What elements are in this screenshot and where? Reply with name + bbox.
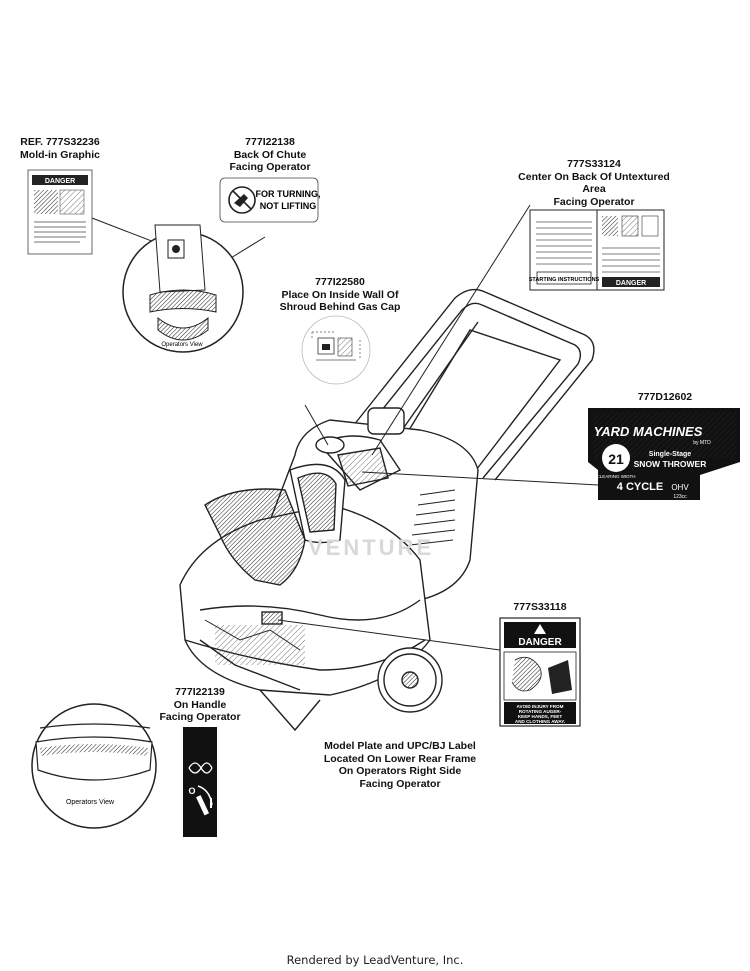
operators-view-small: Operators View — [122, 224, 244, 353]
operators-view-large: Operators View — [31, 703, 157, 829]
callout-line: Center On Back Of Untextured — [518, 170, 670, 183]
callout-line: Mold-in Graphic — [20, 148, 100, 161]
danger-auger-decal: DANGER AVOID INJURY FROM ROTATING AUGER-… — [499, 617, 581, 727]
callout-line: 777S33124 — [567, 158, 621, 170]
callout-line: Place On Inside Wall Of — [281, 288, 399, 301]
mold-in-danger-decal: DANGER — [27, 169, 93, 255]
callout-line: Facing Operator — [159, 711, 241, 723]
callout-model-plate: Model Plate and UPC/BJ Label Located On … — [300, 740, 500, 790]
mini-danger-text: DANGER — [45, 178, 75, 185]
callout-line: Area — [582, 183, 606, 195]
callout-line: On Handle — [173, 698, 227, 711]
callout-line: Facing Operator — [359, 777, 441, 790]
callout-line: Located On Lower Rear Frame — [323, 752, 477, 765]
chute-decal-line1: FOR TURNING, — [256, 189, 321, 199]
danger-title: DANGER — [518, 637, 562, 648]
callout-777I22580: 777I22580 Place On Inside Wall Of Shroud… — [270, 276, 410, 314]
danger-line1: AVOID INJURY FROM — [517, 704, 564, 709]
callout-line: On Operators Right Side — [338, 765, 462, 777]
callout-777S33118: 777S33118 — [495, 601, 585, 614]
operators-view-large-label: Operators View — [66, 799, 115, 806]
brand-decal: YARD MACHINES by MTD 21 CLEARING WIDTH S… — [588, 408, 740, 500]
callout-line: 777I22139 — [175, 686, 225, 698]
chute-decal-line2: NOT LIFTING — [260, 201, 317, 211]
callout-line: Model Plate and UPC/BJ Label — [324, 740, 476, 752]
brand-sub: by MTD — [693, 440, 711, 446]
callout-line: 777I22138 — [245, 136, 295, 148]
snow-thrower-illustration — [179, 288, 595, 732]
callout-line: Facing Operator — [229, 161, 311, 173]
brand-model-num: 21 — [608, 451, 624, 467]
callout-777I22139: 777I22139 On Handle Facing Operator — [150, 686, 250, 724]
brand-name: YARD MACHINES — [594, 424, 703, 439]
callout-777S33124: 777S33124 Center On Back Of Untextured A… — [510, 158, 678, 208]
operators-view-small-label: Operators View — [161, 342, 203, 348]
brand-type1: Single-Stage — [649, 451, 692, 458]
gas-cap-decal — [301, 315, 371, 385]
handle-decal: O — [183, 727, 217, 837]
handle-mark: O — [188, 786, 195, 796]
instructions-header: STARTING INSTRUCTIONS — [529, 277, 600, 283]
footer-credit: Rendered by LeadVenture, Inc. — [286, 953, 464, 967]
callout-777D12602: 777D12602 — [620, 391, 710, 404]
chute-decal: FOR TURNING, NOT LIFTING — [219, 177, 321, 223]
danger-line2: ROTATING AUGER- — [519, 709, 562, 714]
brand-engine: 4 CYCLE — [617, 481, 663, 493]
brand-clearing: CLEARING WIDTH — [596, 474, 635, 479]
callout-line: REF. 777S32236 — [20, 136, 100, 148]
callout-line: Shroud Behind Gas Cap — [279, 301, 401, 313]
brand-ohv: OHV — [671, 483, 689, 492]
danger-line3: KEEP HANDS, FEET — [518, 714, 563, 719]
brand-disp: 123cc — [673, 494, 687, 500]
brand-type2: SNOW THROWER — [634, 459, 707, 469]
callout-line: 777D12602 — [637, 391, 693, 403]
callout-line: Back Of Chute — [233, 148, 307, 161]
callout-line: Facing Operator — [553, 195, 635, 208]
instructions-decal: STARTING INSTRUCTIONS DANGER — [529, 209, 665, 291]
callout-777S32236: REF. 777S32236 Mold-in Graphic — [6, 136, 114, 161]
callout-777I22138: 777I22138 Back Of Chute Facing Operator — [220, 136, 320, 174]
callout-line: 777S33118 — [513, 601, 567, 613]
instructions-danger: DANGER — [616, 280, 646, 287]
callout-line: 777I22580 — [315, 276, 365, 288]
watermark: VENTURE — [308, 535, 435, 560]
danger-line4: AND CLOTHING AWAY. — [515, 719, 565, 724]
